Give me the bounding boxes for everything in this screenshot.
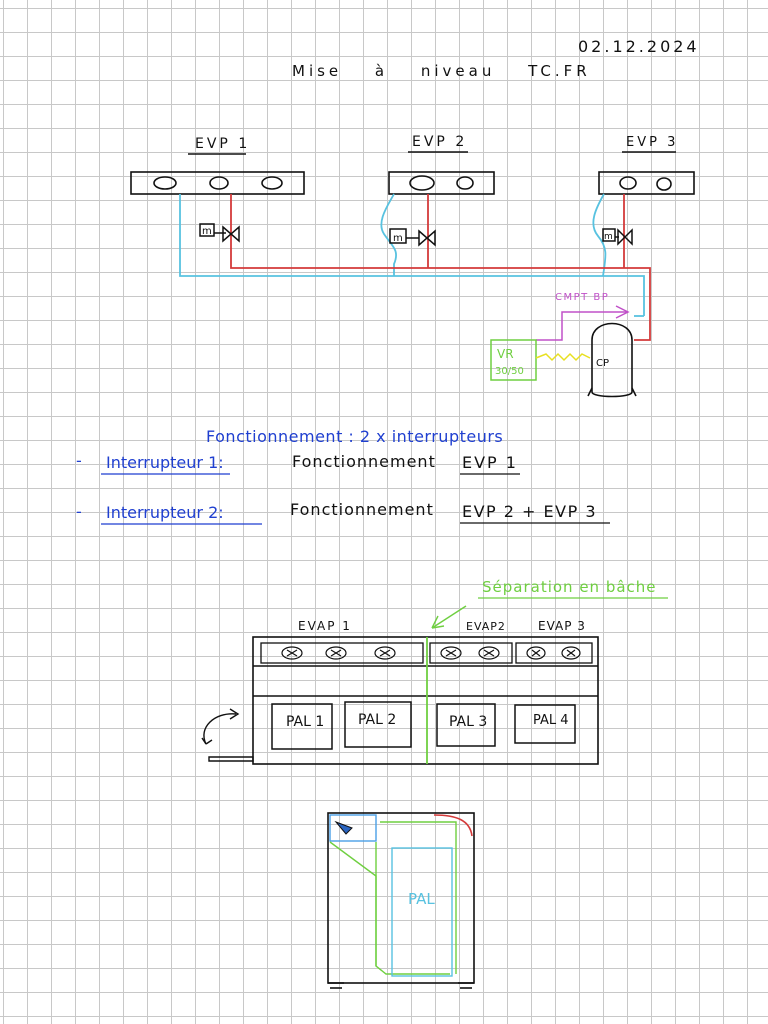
solenoid-coil-label-2: m (393, 233, 403, 244)
fan-icons (281, 646, 581, 660)
evaporator-3 (598, 171, 695, 195)
side-view-room (327, 812, 475, 989)
evaporator-2 (388, 171, 495, 195)
side-view-refrigerant-line (433, 814, 473, 837)
cold-room-outline (252, 636, 599, 765)
compressor-label: CP (596, 358, 609, 369)
solenoid-coil-label-3: m (604, 232, 613, 242)
switch-1-bullet: - (76, 451, 82, 470)
solenoid-valve-3 (602, 228, 633, 246)
evap-3-label: EVAP 3 (538, 619, 586, 633)
pallet-4-label: PAL 4 (533, 713, 569, 728)
evap-1-label: EVAP 1 (298, 619, 352, 633)
solenoid-coil-label: m (202, 226, 212, 237)
switch-1-text: Fonctionnement (292, 452, 436, 471)
date-text: 02.12.2024 (578, 37, 700, 56)
switch-2-label: Interrupteur 2: (106, 503, 224, 522)
switch-1-label: Interrupteur 1: (106, 453, 224, 472)
signal-line (535, 352, 591, 362)
side-view-curtain (329, 821, 457, 975)
liquid-line (230, 194, 651, 341)
side-view-pallet-label: PAL (408, 890, 435, 908)
variator-label-line2: 30/50 (495, 366, 524, 377)
variator-label-line1: VR (497, 347, 514, 361)
pallet-2-label: PAL 2 (358, 712, 396, 728)
refrigeration-schematic: EVP 1 EVP 2 EVP 3 (130, 134, 695, 398)
switch-2-target: EVP 2 + EVP 3 (462, 502, 597, 521)
separation-note: Séparation en bâche (482, 578, 657, 596)
meter-line (536, 305, 630, 341)
door (201, 708, 254, 762)
evp-1-label: EVP 1 (195, 136, 250, 152)
evaporator-1 (130, 171, 305, 195)
evp-2-label: EVP 2 (412, 134, 467, 150)
operation-section: Fonctionnement : 2 x interrupteurs - Int… (76, 427, 610, 525)
side-view-pallet (391, 847, 453, 977)
solenoid-valve-2 (389, 228, 436, 247)
pallet-1-label: PAL 1 (286, 714, 324, 730)
evp-3-label: EVP 3 (626, 135, 678, 150)
suction-line (179, 193, 645, 317)
solenoid-valve-1 (199, 223, 240, 243)
variator-box (490, 339, 537, 381)
side-view: PAL (327, 812, 475, 989)
switch-2-text: Fonctionnement (290, 500, 434, 519)
page-title: Mise à niveau TC.FR (292, 62, 591, 80)
operation-heading: Fonctionnement : 2 x interrupteurs (206, 427, 503, 446)
compressor (587, 322, 637, 398)
room-plan: Séparation en bâche EVAP 1 EVAP2 EVAP 3 (201, 578, 668, 765)
separation-arrow (431, 605, 467, 629)
pallet-boxes (271, 701, 576, 750)
meter-label: CMPT BP (555, 292, 609, 303)
pallet-3-label: PAL 3 (449, 714, 487, 730)
evap-2-label: EVAP2 (466, 620, 506, 633)
switch-2-bullet: - (76, 502, 82, 521)
switch-1-target: EVP 1 (462, 453, 518, 472)
room-evaporators (260, 642, 593, 664)
side-view-evaporator (329, 814, 377, 842)
